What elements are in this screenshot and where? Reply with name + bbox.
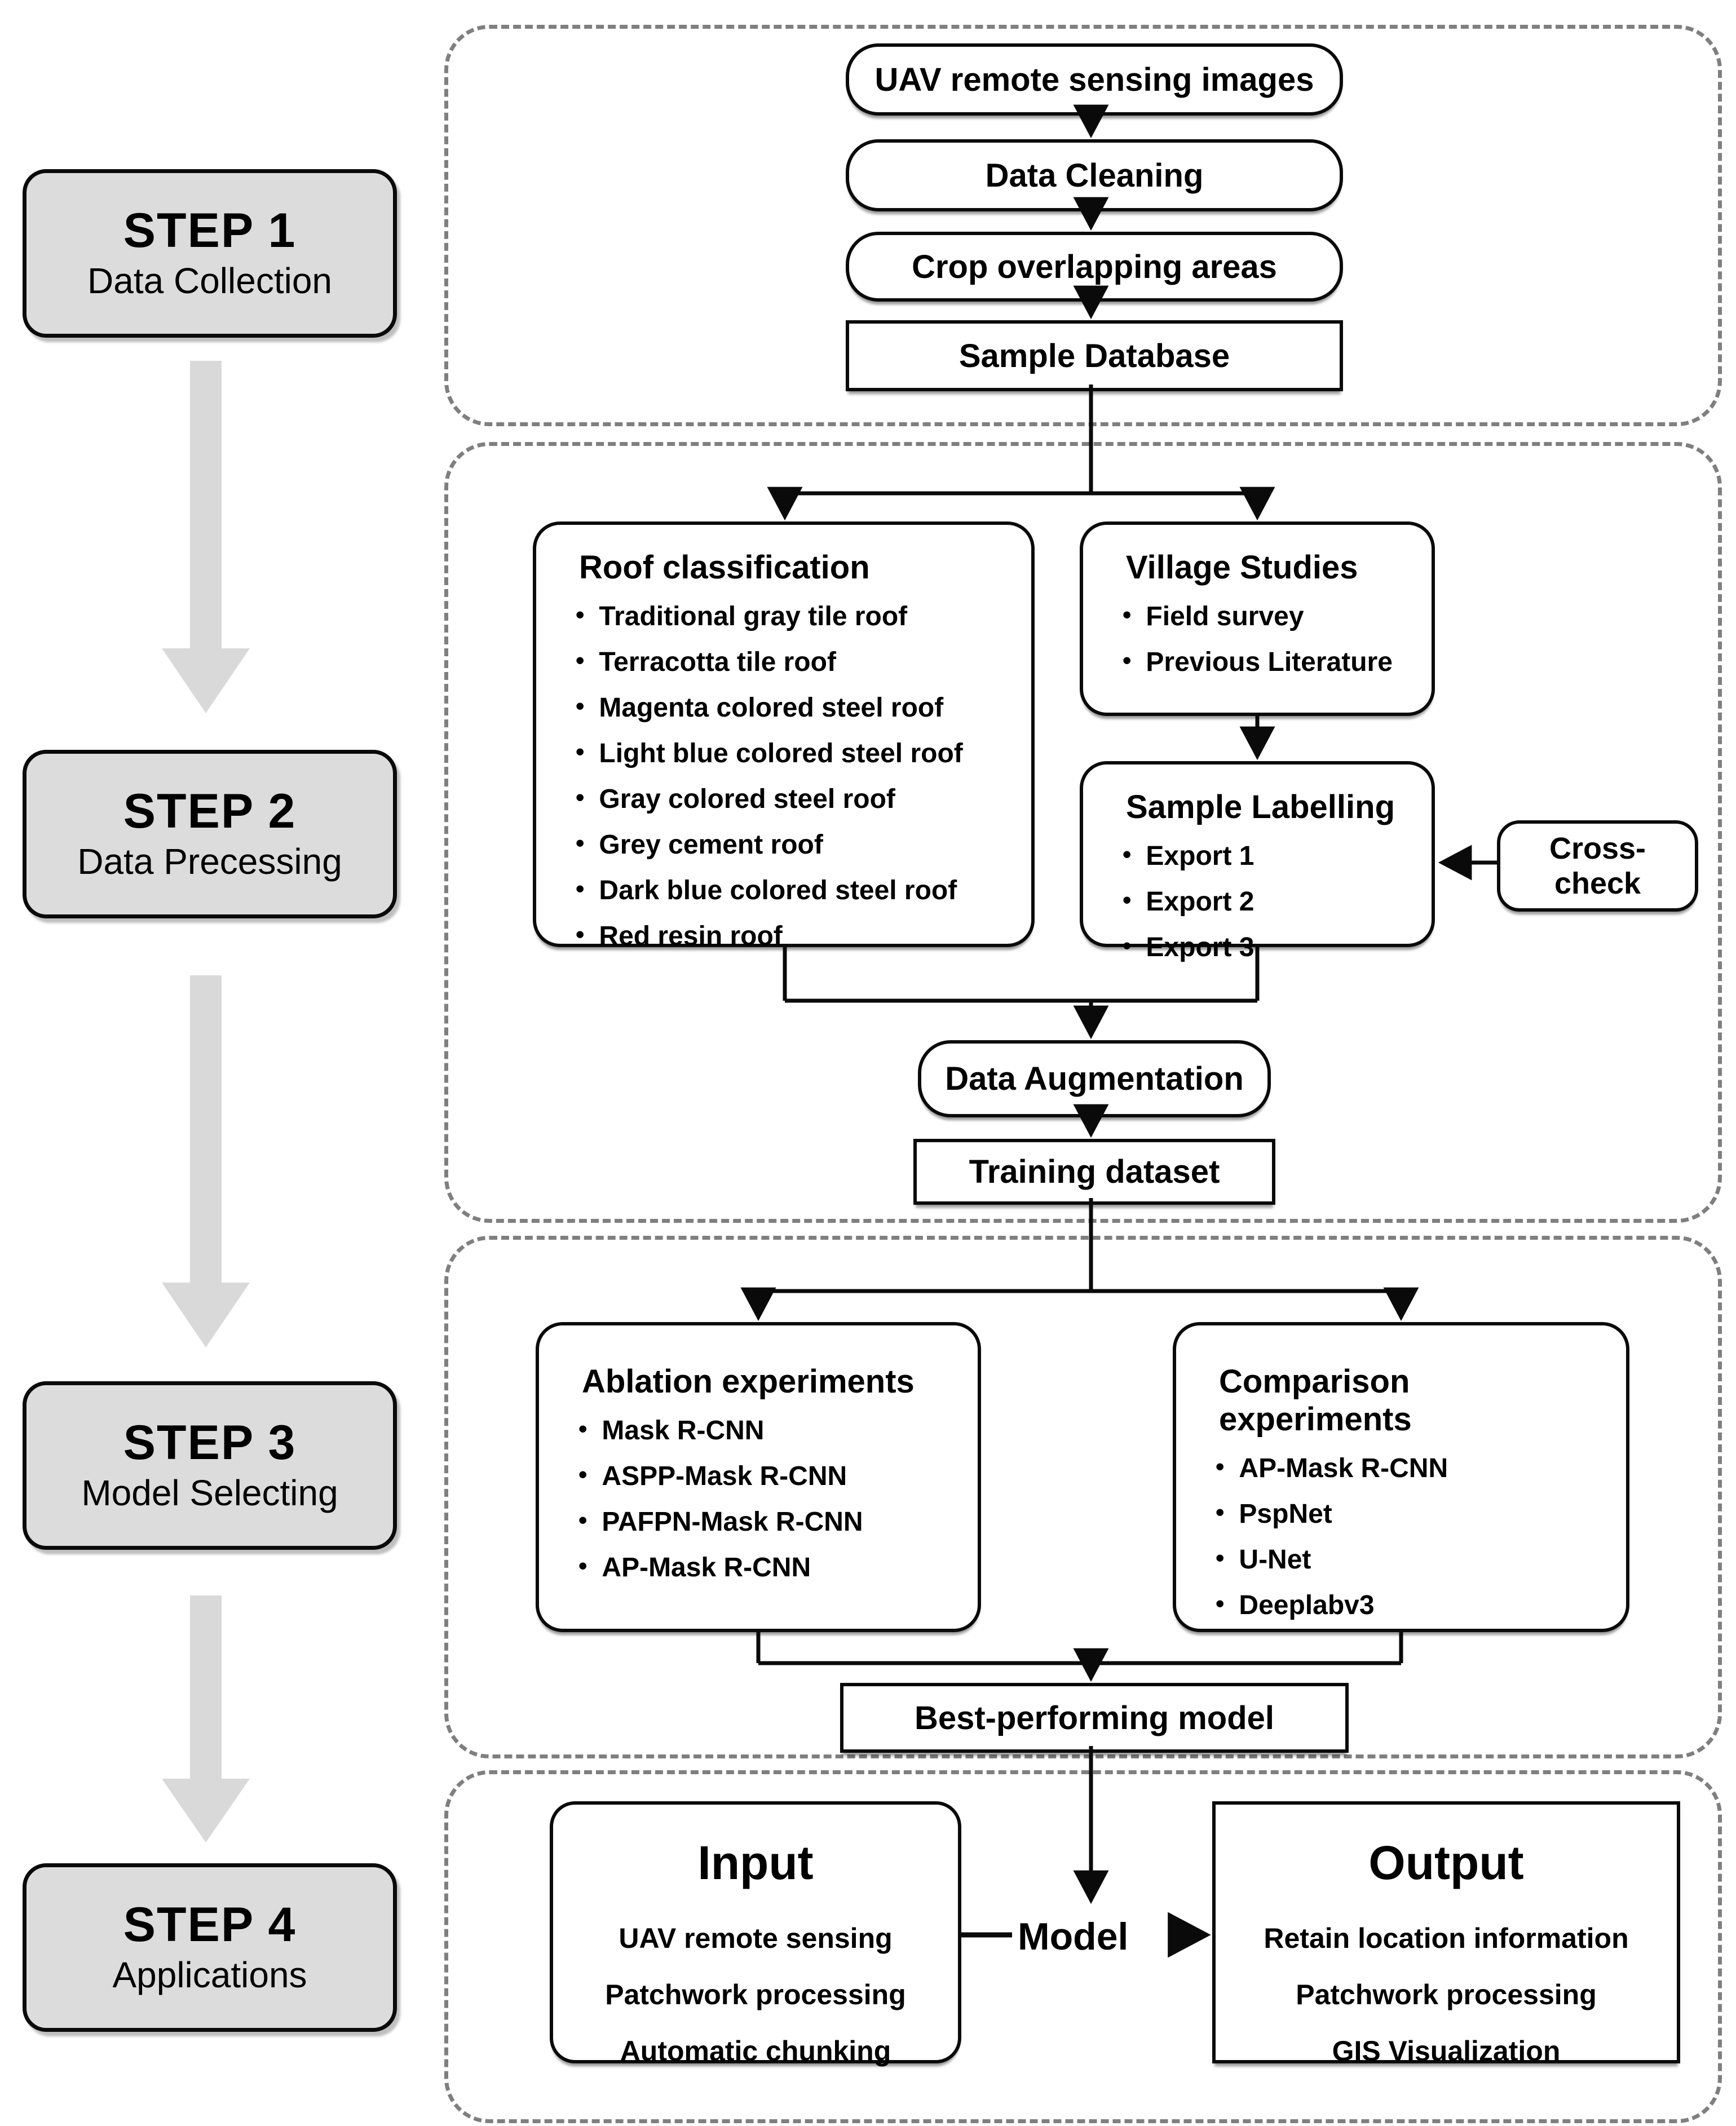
list-item: AP-Mask R-CNN [1216,1446,1604,1492]
step3-title: STEP 3 [123,1416,297,1470]
sample-database-label: Sample Database [958,337,1230,374]
uav-images-node: UAV remote sensing images [846,43,1343,116]
gray-step-arrow-3 [162,1595,250,1842]
data-cleaning-node: Data Cleaning [846,139,1343,211]
data-augmentation-label: Data Augmentation [945,1060,1244,1097]
village-studies-box: Village Studies Field surveyPrevious Lit… [1080,521,1435,716]
list-item: Previous Literature [1123,640,1409,686]
best-model-node: Best-performing model [840,1683,1349,1753]
best-model-label: Best-performing model [914,1699,1275,1736]
list-item: GIS Visualization [1332,2035,1561,2067]
crop-overlapping-node: Crop overlapping areas [846,232,1343,302]
training-dataset-node: Training dataset [913,1139,1275,1205]
step1-title: STEP 1 [123,204,297,258]
list-item: Mask R-CNN [578,1408,955,1454]
step2-title: STEP 2 [123,784,297,839]
list-item: Export 2 [1123,879,1409,925]
list-item: Dark blue colored steel roof [576,868,1009,914]
model-label: Model [1018,1915,1129,1958]
list-item: Terracotta tile roof [576,640,1009,686]
input-title: Input [697,1836,814,1889]
crop-overlapping-label: Crop overlapping areas [912,248,1277,285]
list-item: Red resin roof [576,914,1009,960]
gray-step-arrow-1 [162,361,250,713]
list-item: Automatic chunking [620,2035,891,2067]
list-item: Patchwork processing [1296,1979,1597,2010]
list-item: Export 3 [1123,925,1409,971]
training-dataset-label: Training dataset [969,1153,1220,1190]
cross-check-node: Cross-check [1497,820,1698,912]
cross-check-label: Cross-check [1549,832,1646,900]
step1-subtitle: Data Collection [87,260,332,301]
list-item: AP-Mask R-CNN [578,1545,955,1591]
list-item: Retain location information [1264,1922,1629,1954]
comparison-experiments-box: Comparison experiments AP-Mask R-CNNPspN… [1173,1322,1629,1632]
comparison-experiments-title: Comparison experiments [1219,1363,1412,1438]
sample-labelling-box: Sample Labelling Export 1Export 2Export … [1080,761,1435,962]
roof-classification-list: Traditional gray tile roofTerracotta til… [576,594,1009,960]
list-item: U-Net [1216,1537,1604,1583]
list-item: Magenta colored steel roof [576,686,1009,731]
sample-database-node: Sample Database [846,320,1343,391]
village-studies-list: Field surveyPrevious Literature [1123,594,1409,686]
step2-label-box: STEP 2 Data Precessing [23,750,397,918]
step4-label-box: STEP 4 Applications [23,1863,397,2032]
sample-labelling-title: Sample Labelling [1126,789,1395,825]
comparison-experiments-list: AP-Mask R-CNNPspNetU-NetDeeplabv3 [1216,1446,1604,1629]
sample-labelling-list: Export 1Export 2Export 3 [1123,834,1409,971]
step4-dashed-container [444,1770,1722,2123]
step4-title: STEP 4 [123,1898,297,1952]
step3-label-box: STEP 3 Model Selecting [23,1381,397,1550]
list-item: Traditional gray tile roof [576,594,1009,640]
step3-subtitle: Model Selecting [81,1472,338,1513]
data-cleaning-label: Data Cleaning [985,157,1204,194]
list-item: Grey cement roof [576,823,1009,868]
list-item: Deeplabv3 [1216,1583,1604,1629]
step2-subtitle: Data Precessing [77,841,342,882]
village-studies-title: Village Studies [1126,549,1358,586]
list-item: UAV remote sensing [619,1922,893,1954]
list-item: Gray colored steel roof [576,777,1009,823]
uav-images-label: UAV remote sensing images [874,61,1314,98]
roof-classification-title: Roof classification [579,549,870,586]
gray-step-arrow-2 [162,975,250,1347]
ablation-experiments-title: Ablation experiments [582,1363,915,1400]
list-item: PspNet [1216,1492,1604,1537]
step1-label-box: STEP 1 Data Collection [23,169,397,338]
list-item: ASPP-Mask R-CNN [578,1454,955,1500]
ablation-experiments-list: Mask R-CNNASPP-Mask R-CNNPAFPN-Mask R-CN… [578,1408,955,1591]
data-augmentation-node: Data Augmentation [918,1040,1271,1117]
list-item: Field survey [1123,594,1409,640]
ablation-experiments-box: Ablation experiments Mask R-CNNASPP-Mask… [536,1322,981,1632]
list-item: PAFPN-Mask R-CNN [578,1500,955,1545]
step4-subtitle: Applications [112,1954,307,1995]
list-item: Export 1 [1123,834,1409,879]
list-item: Light blue colored steel roof [576,731,1009,777]
output-title: Output [1368,1836,1524,1889]
list-item: Patchwork processing [605,1979,906,2010]
roof-classification-box: Roof classification Traditional gray til… [533,521,1035,951]
